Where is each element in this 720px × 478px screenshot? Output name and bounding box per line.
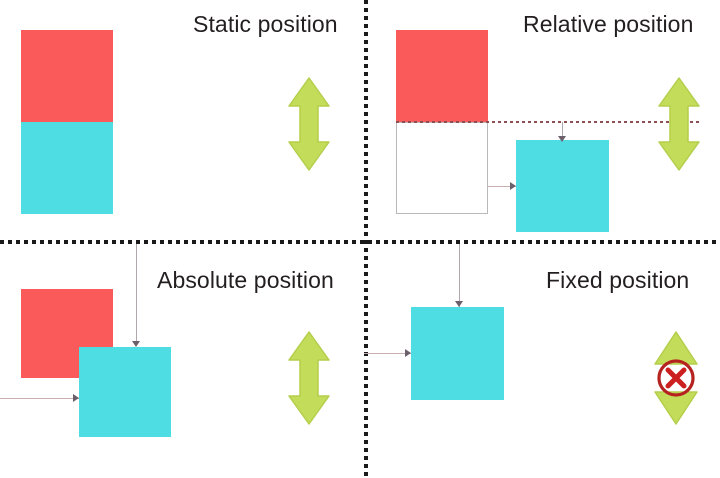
relative-placeholder-box	[396, 122, 488, 214]
relative-cyan-box	[516, 140, 609, 232]
absolute-offset-arrowhead-right	[73, 394, 79, 402]
arrow-down-head-icon	[654, 391, 698, 425]
absolute-offset-horizontal-line	[0, 398, 79, 399]
relative-offset-arrowhead-right	[510, 182, 516, 190]
relative-offset-arrowhead-down	[558, 136, 566, 142]
vertical-dotted-divider	[364, 0, 368, 478]
fixed-cyan-box	[411, 307, 504, 400]
static-red-box	[21, 30, 113, 122]
green-double-arrow-icon-relative	[658, 77, 700, 171]
static-cyan-box	[21, 122, 113, 214]
fixed-offset-horizontal-line	[364, 353, 411, 354]
absolute-offset-arrowhead-down	[132, 341, 140, 347]
quadrant-title-static: Static position	[193, 11, 338, 37]
absolute-offset-vertical-line	[136, 244, 137, 345]
x-mark-icon	[665, 367, 687, 389]
relative-offset-vertical-line	[562, 122, 563, 138]
fixed-offset-arrowhead-right	[405, 349, 411, 357]
forbidden-circle-icon	[657, 359, 695, 397]
relative-baseline-dashed-line	[396, 121, 700, 123]
quadrant-title-absolute: Absolute position	[157, 267, 334, 293]
absolute-cyan-box	[79, 347, 171, 437]
green-double-arrow-icon-absolute	[288, 331, 330, 425]
horizontal-dotted-divider	[0, 240, 720, 244]
fixed-offset-arrowhead-down	[455, 301, 463, 307]
fixed-offset-vertical-line	[459, 244, 460, 307]
relative-red-box	[396, 30, 488, 122]
green-double-arrow-forbidden-icon-fixed	[654, 331, 698, 425]
arrow-up-head-icon	[654, 331, 698, 365]
relative-offset-horizontal-line	[488, 186, 516, 187]
green-double-arrow-icon-static	[288, 77, 330, 171]
quadrant-title-fixed: Fixed position	[546, 267, 690, 293]
quadrant-title-relative: Relative position	[523, 11, 694, 37]
